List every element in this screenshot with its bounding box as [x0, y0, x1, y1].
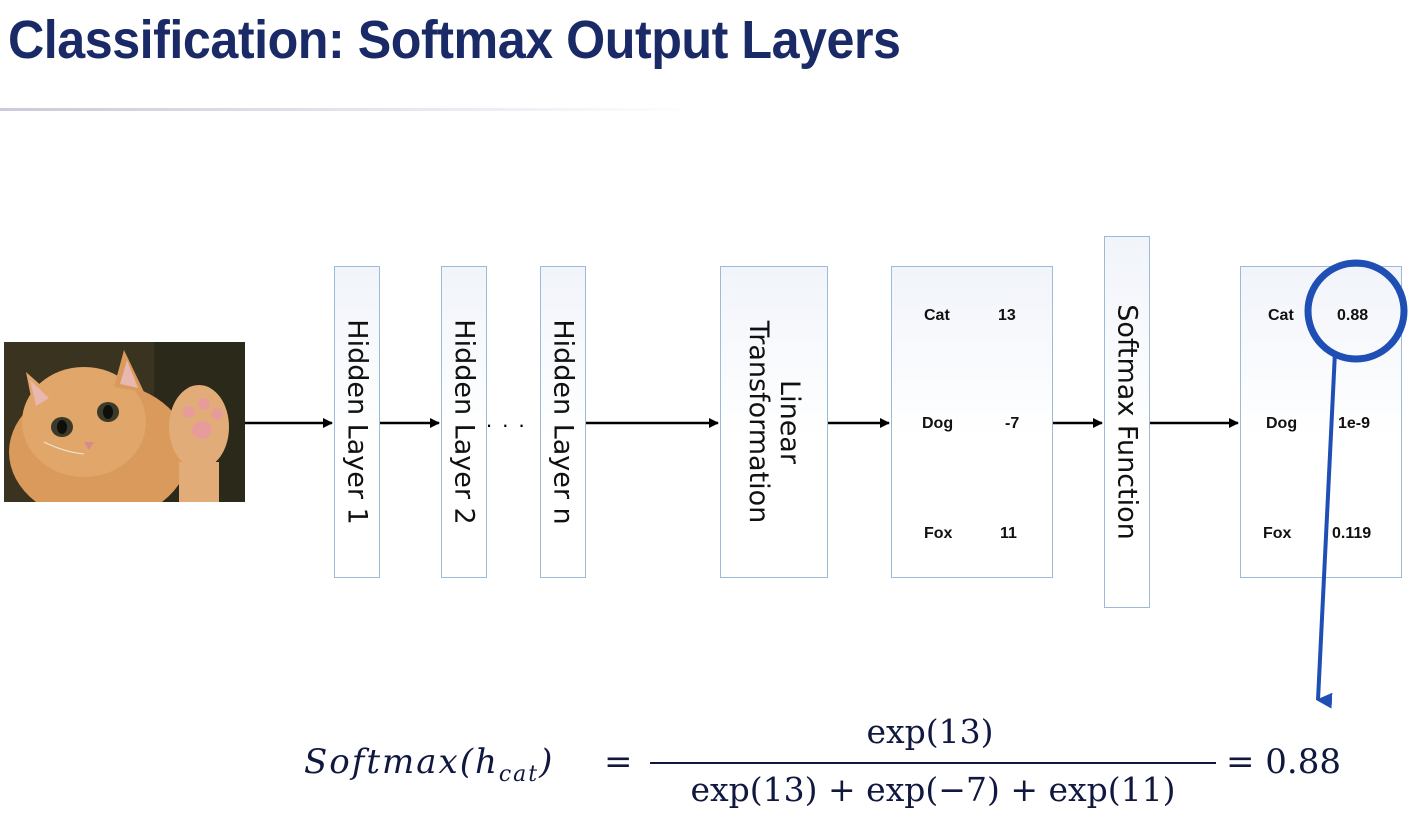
output-box: Cat 0.88 Dog 1e-9 Fox 0.119 — [1240, 266, 1402, 578]
logits-box: Cat 13 Dog -7 Fox 11 — [891, 266, 1053, 578]
title-divider — [0, 108, 700, 111]
formula-equals: = — [604, 742, 633, 782]
formula-result: = 0.88 — [1226, 742, 1341, 782]
logit-value-fox: 11 — [1000, 525, 1017, 542]
formula-numerator: exp(13) — [866, 712, 994, 751]
linear-transformation-box: Linear Transformation — [720, 266, 828, 578]
softmax-function-box: Softmax Function — [1104, 236, 1150, 608]
highlight-circle — [1304, 259, 1408, 363]
hidden-layer-1-box: Hidden Layer 1 — [334, 266, 380, 578]
output-value-fox: 0.119 — [1332, 525, 1372, 542]
logit-value-cat: 13 — [998, 307, 1016, 324]
ellipsis: . . . — [486, 407, 527, 432]
formula-lhs-close: ) — [539, 742, 555, 782]
formula-fraction-bar — [650, 762, 1216, 764]
output-label-fox: Fox — [1263, 525, 1292, 542]
hidden-layer-2-box: Hidden Layer 2 — [441, 266, 487, 578]
output-value-dog: 1e-9 — [1338, 415, 1371, 432]
logit-label-dog: Dog — [922, 415, 954, 432]
kitten-image — [4, 342, 245, 502]
hidden-layer-n-box: Hidden Layer n — [540, 266, 586, 578]
logit-value-dog: -7 — [1005, 415, 1020, 432]
logit-label-cat: Cat — [924, 307, 950, 324]
logit-label-fox: Fox — [924, 525, 953, 542]
highlight-pointer-arrow — [1316, 351, 1337, 709]
formula-denominator: exp(13) + exp(−7) + exp(11) — [690, 770, 1176, 809]
page-title: Classification: Softmax Output Layers — [8, 10, 901, 70]
output-label-dog: Dog — [1266, 415, 1298, 432]
formula-lhs-func: Softmax(h — [304, 742, 499, 782]
output-value-cat: 0.88 — [1337, 307, 1369, 324]
formula-lhs-sub: cat — [498, 761, 540, 787]
softmax-formula: Softmax(hcat) = exp(13) exp(13) + exp(−7… — [304, 712, 1364, 822]
formula-lhs: Softmax(hcat) — [304, 742, 554, 787]
output-label-cat: Cat — [1268, 307, 1294, 324]
